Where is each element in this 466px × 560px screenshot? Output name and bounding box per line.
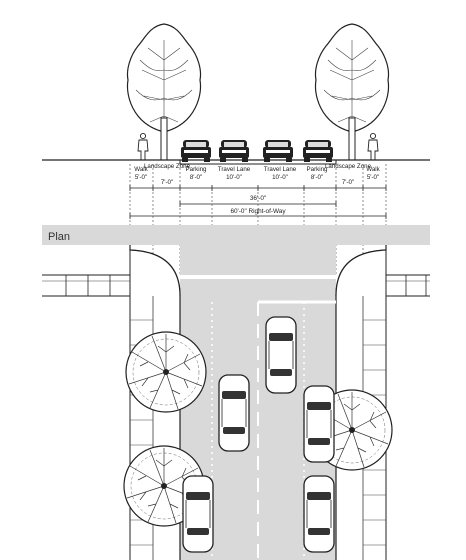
zone-label: Parking: [186, 166, 208, 173]
cross-street: [42, 225, 430, 245]
zone-label: Travel Lane: [218, 166, 251, 173]
car-plan-parked-right-lower: [303, 475, 335, 553]
right-of-way-dimension: 60'-0" Right-of-Way: [230, 208, 286, 215]
curb-to-curb-dimension: 36'-0": [250, 195, 266, 202]
car-plan-travel-left: [218, 374, 250, 452]
zone-label: Parking: [307, 166, 329, 173]
zone-width: 5'-0": [135, 174, 147, 181]
zone-label: Walk: [366, 166, 380, 173]
lane-markings: [211, 300, 336, 560]
zone-width: 7'-0": [161, 179, 173, 186]
zone-labels: Walk 5'-0" Landscape Zone 7'-0" Parking …: [134, 163, 380, 186]
section-view: Walk 5'-0" Landscape Zone 7'-0" Parking …: [42, 23, 430, 275]
zone-width: 5'-0": [367, 174, 379, 181]
zone-landscape-left: Landscape Zone 7'-0": [144, 163, 191, 186]
zone-label-text: Landscape Zone: [144, 163, 191, 170]
tree-plan-left-upper: [125, 331, 207, 413]
tree-left-elevation: [126, 23, 202, 161]
zone-parking-right: Parking 8'-0": [307, 166, 329, 181]
zone-width: 8'-0": [311, 174, 323, 181]
zone-width: 10'-0": [272, 174, 288, 181]
zone-width: 8'-0": [190, 174, 202, 181]
zone-travel-right: Travel Lane 10'-0": [264, 166, 297, 181]
travel-car-right-figure: [263, 140, 293, 162]
zone-label: Landscape Zone: [325, 163, 372, 170]
plan-title: Plan: [48, 231, 70, 243]
tree-right-elevation: [314, 23, 390, 161]
zone-width: 10'-0": [226, 174, 242, 181]
zone-walk-right: Walk 5'-0": [366, 166, 380, 181]
zone-parking-left: Parking 8'-0": [186, 166, 208, 181]
parked-car-right-figure: [303, 140, 333, 162]
pedestrian-right-figure: [367, 132, 379, 161]
pedestrian-left-figure: [137, 132, 149, 161]
zone-width: 7'-0": [342, 179, 354, 186]
zone-landscape-right: Landscape Zone 7'-0": [325, 163, 372, 186]
parked-car-left-figure: [181, 140, 211, 162]
zone-label: Travel Lane: [264, 166, 297, 173]
zone-label: Walk: [134, 166, 148, 173]
zone-label: Landscape Zone: [144, 163, 191, 170]
zone-walk-left: Walk 5'-0": [134, 166, 148, 181]
plan-view: Plan: [42, 225, 430, 560]
zone-travel-left: Travel Lane 10'-0": [218, 166, 251, 181]
car-plan-parked-right-upper: [303, 385, 335, 463]
car-plan-parked-left: [182, 475, 214, 553]
cross-sidewalks: [42, 274, 430, 297]
travel-car-left-figure: [219, 140, 249, 162]
car-plan-travel-right: [265, 316, 297, 394]
